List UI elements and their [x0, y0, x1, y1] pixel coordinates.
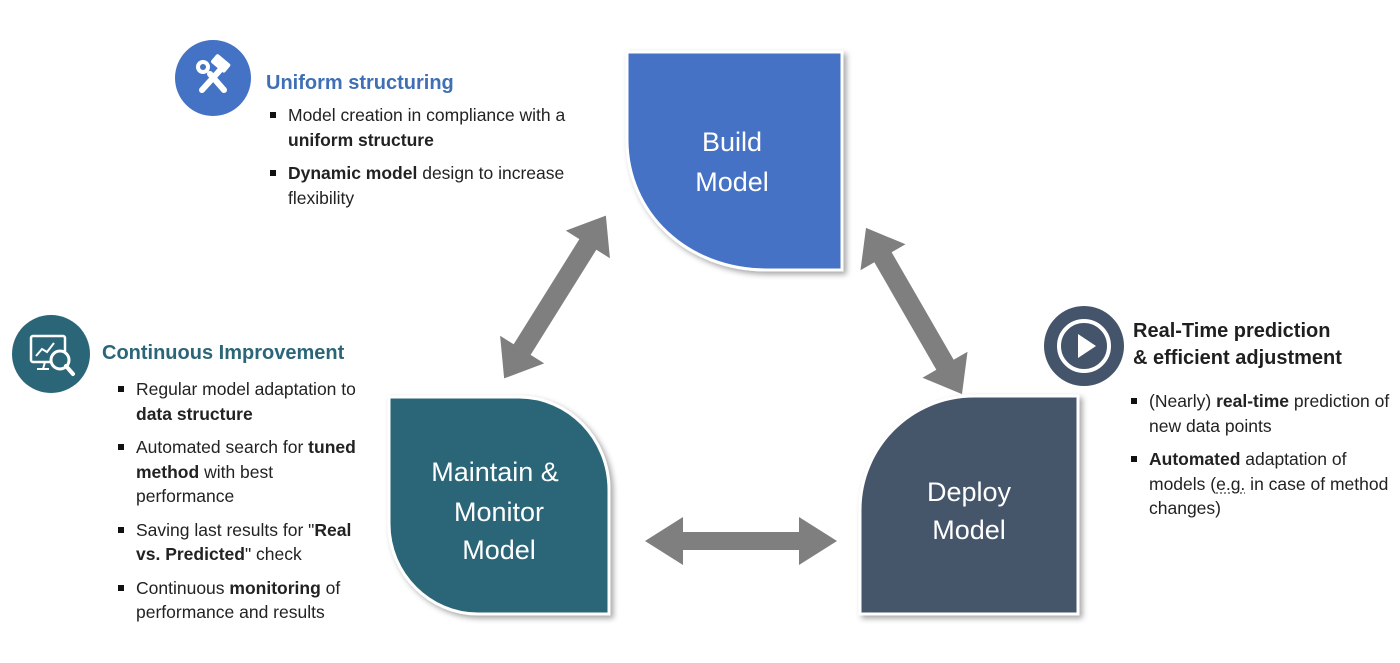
deploy-model-node: Deploy Model	[858, 394, 1080, 616]
list-item: Automated adaptation of models (e.g. in …	[1131, 447, 1393, 521]
continuous-improvement-title: Continuous Improvement	[102, 342, 345, 364]
maintain-model-label-line1: Maintain &	[431, 457, 559, 487]
deploy-model-label-line1: Deploy	[927, 477, 1012, 507]
list-item: Dynamic model design to increase flexibi…	[270, 161, 610, 210]
maintain-model-label-line2: Monitor	[454, 497, 544, 527]
real-time-title-line2: & efficient adjustment	[1133, 347, 1342, 369]
maintain-model-node: Maintain & Monitor Model	[387, 395, 611, 616]
deploy-model-shape	[858, 394, 1080, 616]
cycle-arrows	[500, 215, 968, 565]
real-time-title-line1: Real-Time prediction	[1133, 320, 1331, 342]
list-item: Model creation in compliance with a unif…	[270, 103, 610, 152]
list-item: Automated search for tuned method with b…	[118, 435, 368, 509]
uniform-structuring-list: Model creation in compliance with a unif…	[270, 103, 610, 219]
list-item: Regular model adaptation to data structu…	[118, 377, 368, 426]
list-item: Continuous monitoring of performance and…	[118, 576, 368, 625]
build-model-label-line1: Build	[702, 127, 762, 157]
analytics-magnifier-icon	[12, 315, 90, 393]
list-item: (Nearly) real-time prediction of new dat…	[1131, 389, 1393, 438]
maintain-model-shape	[387, 395, 611, 616]
play-icon	[1044, 306, 1124, 386]
arrow-build-maintain	[500, 215, 610, 379]
real-time-list: (Nearly) real-time prediction of new dat…	[1131, 389, 1393, 530]
arrow-build-deploy	[860, 227, 968, 395]
deploy-model-label-line2: Model	[932, 515, 1006, 545]
list-item: Saving last results for "Real vs. Predic…	[118, 518, 368, 567]
hammer-wrench-icon	[175, 40, 251, 116]
maintain-model-label-line3: Model	[462, 535, 536, 565]
build-model-label-line2: Model	[695, 167, 769, 197]
build-model-node: Build Model	[625, 50, 844, 272]
uniform-structuring-title: Uniform structuring	[266, 72, 454, 94]
continuous-improvement-list: Regular model adaptation to data structu…	[118, 377, 368, 634]
arrow-maintain-deploy	[645, 517, 837, 565]
build-model-shape	[625, 50, 844, 272]
